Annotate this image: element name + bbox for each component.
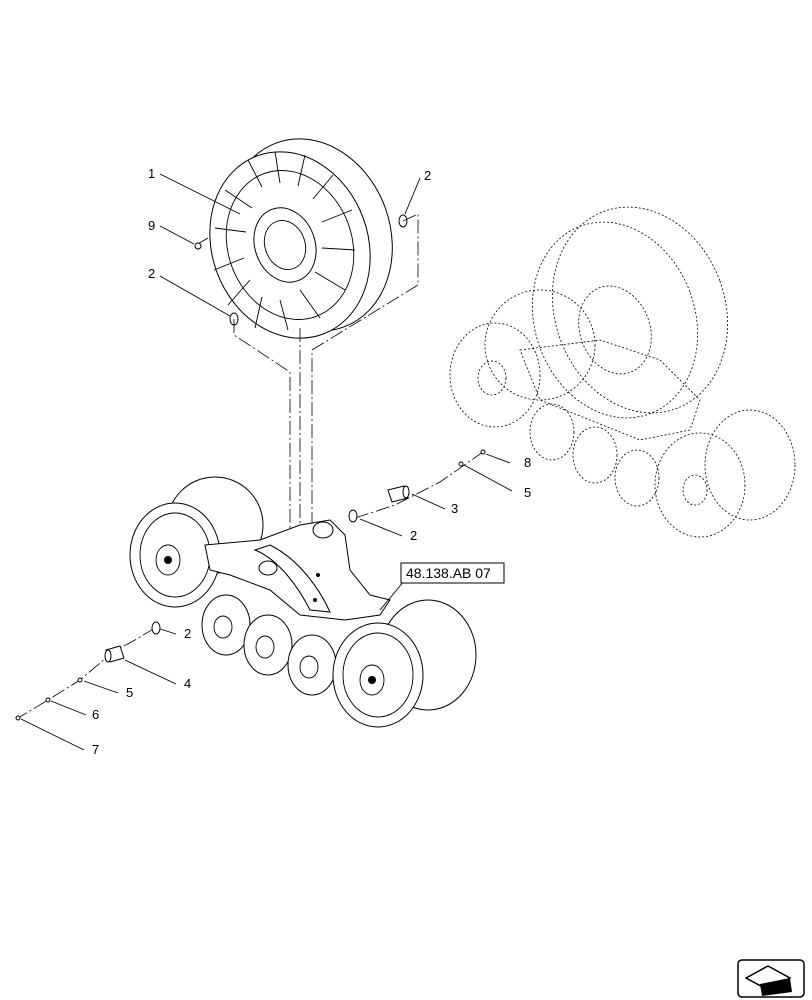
callout-2-lower: 2 [184,626,191,641]
pin-item-4 [104,645,125,663]
drive-wheel [209,138,393,339]
reference-box[interactable]: 48.138.AB 07 [400,562,505,584]
washer-item-2-lower [151,621,161,635]
assembly-path-lines [17,213,484,719]
washer-item-2-right [348,509,358,523]
callout-3: 3 [451,501,458,516]
callout-6: 6 [92,707,99,722]
callout-1: 1 [148,166,155,181]
callout-5-left: 5 [126,685,133,700]
callout-4: 4 [184,676,191,691]
pin-item-3 [387,485,410,503]
callout-9: 9 [148,218,155,233]
navigation-arrow-icon[interactable] [737,959,805,998]
track-assembly [129,476,477,728]
callout-5-right: 5 [524,485,531,500]
callout-2-top: 2 [424,168,431,183]
callout-7: 7 [92,742,99,757]
callout-2-right: 2 [410,528,417,543]
clip-item-5-left [77,677,83,683]
lock-pin-item-8 [480,449,486,455]
assembled-track-context-view [449,206,796,538]
clip-item-5-right [458,461,464,467]
callout-2-left: 2 [148,266,155,281]
leader-lines [20,173,513,751]
callout-8: 8 [524,455,531,470]
bolt-item-9 [194,237,209,250]
reference-label: 48.138.AB 07 [406,565,491,581]
pin-item-7 [15,715,21,721]
washer-item-6 [45,697,51,703]
